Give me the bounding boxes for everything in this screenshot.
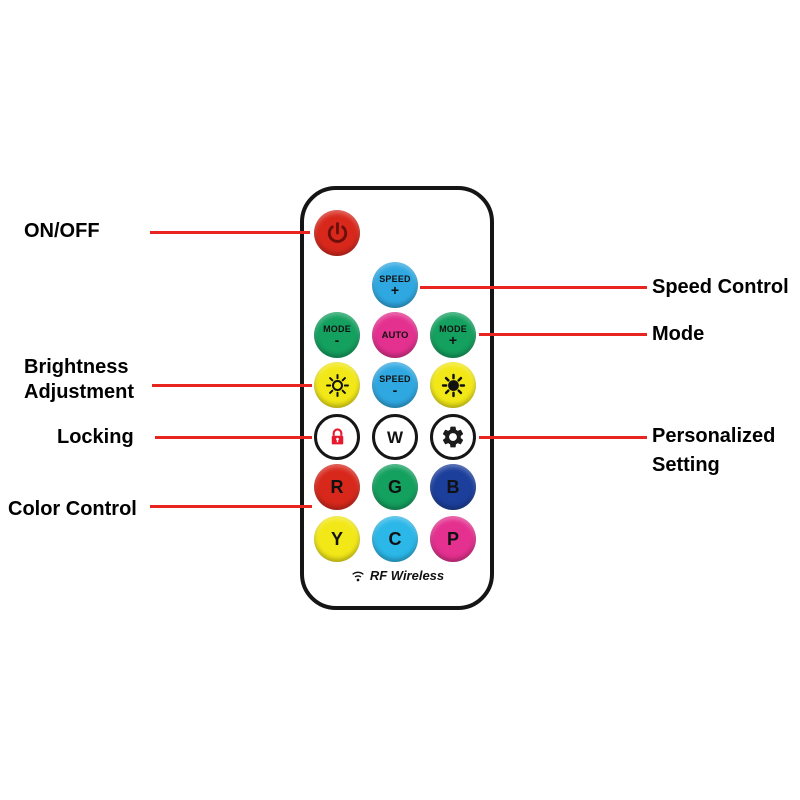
- cyan-label: C: [388, 529, 402, 549]
- callout-color-control: Color Control: [8, 498, 137, 520]
- speed-control-callout-line: [420, 286, 647, 289]
- mode-callout-line: [479, 333, 647, 336]
- mode-plus-label: MODE: [439, 324, 467, 334]
- speed-minus-label: SPEED: [379, 374, 411, 384]
- personalized-callout-line: [479, 436, 647, 439]
- speed-minus-sign: -: [392, 382, 398, 398]
- mode-minus-sign: -: [334, 332, 340, 348]
- yellow-label: Y: [330, 529, 343, 549]
- green-button: G: [372, 464, 418, 510]
- auto-label: AUTO: [381, 329, 409, 341]
- pink-label: P: [446, 529, 459, 549]
- callout-on-off: ON/OFF: [24, 220, 100, 242]
- callout-personalized-line1: Personalized: [652, 425, 776, 447]
- brand-label: RF Wireless: [369, 568, 445, 583]
- brightness-up-button: [430, 362, 476, 408]
- lock-button: [314, 414, 360, 460]
- sun-filled-icon: [441, 373, 465, 397]
- color-control-callout-line: [150, 505, 312, 508]
- red-label: R: [330, 477, 344, 497]
- speed-plus-sign: +: [390, 282, 400, 298]
- remote-control-body: SPEED + MODE - AUTO MODE +: [300, 186, 494, 610]
- pink-button: P: [430, 516, 476, 562]
- blue-button: B: [430, 464, 476, 510]
- speed-plus-label: SPEED: [379, 274, 411, 284]
- gear-icon: [442, 426, 464, 448]
- callout-brightness-line1: Brightness: [24, 356, 129, 378]
- lock-icon: [331, 427, 343, 444]
- white-label: W: [386, 427, 404, 447]
- mode-plus-button: MODE +: [430, 312, 476, 358]
- cyan-button: C: [372, 516, 418, 562]
- personalized-setting-button: [430, 414, 476, 460]
- callout-personalized-line2: Setting: [652, 454, 720, 476]
- power-icon: [327, 221, 347, 243]
- yellow-button: Y: [314, 516, 360, 562]
- green-label: G: [387, 477, 402, 497]
- on-off-callout-line: [150, 231, 310, 234]
- power-button: [314, 210, 360, 256]
- mode-minus-button: MODE -: [314, 312, 360, 358]
- white-button: W: [372, 414, 418, 460]
- locking-callout-line: [155, 436, 312, 439]
- mode-plus-sign: +: [448, 332, 458, 348]
- brightness-callout-line: [152, 384, 312, 387]
- callout-mode: Mode: [652, 323, 705, 345]
- callout-brightness-line2: Adjustment: [24, 381, 134, 403]
- speed-minus-button: SPEED -: [372, 362, 418, 408]
- auto-button: AUTO: [372, 312, 418, 358]
- speed-plus-button: SPEED +: [372, 262, 418, 308]
- wifi-icon: [352, 571, 364, 581]
- mode-minus-label: MODE: [323, 324, 351, 334]
- callout-speed-control: Speed Control: [652, 276, 789, 298]
- sun-outline-icon: [325, 373, 349, 397]
- brightness-down-button: [314, 362, 360, 408]
- callout-locking: Locking: [57, 426, 134, 448]
- red-button: R: [314, 464, 360, 510]
- blue-label: B: [446, 477, 460, 497]
- brand-row: RF Wireless: [304, 568, 490, 583]
